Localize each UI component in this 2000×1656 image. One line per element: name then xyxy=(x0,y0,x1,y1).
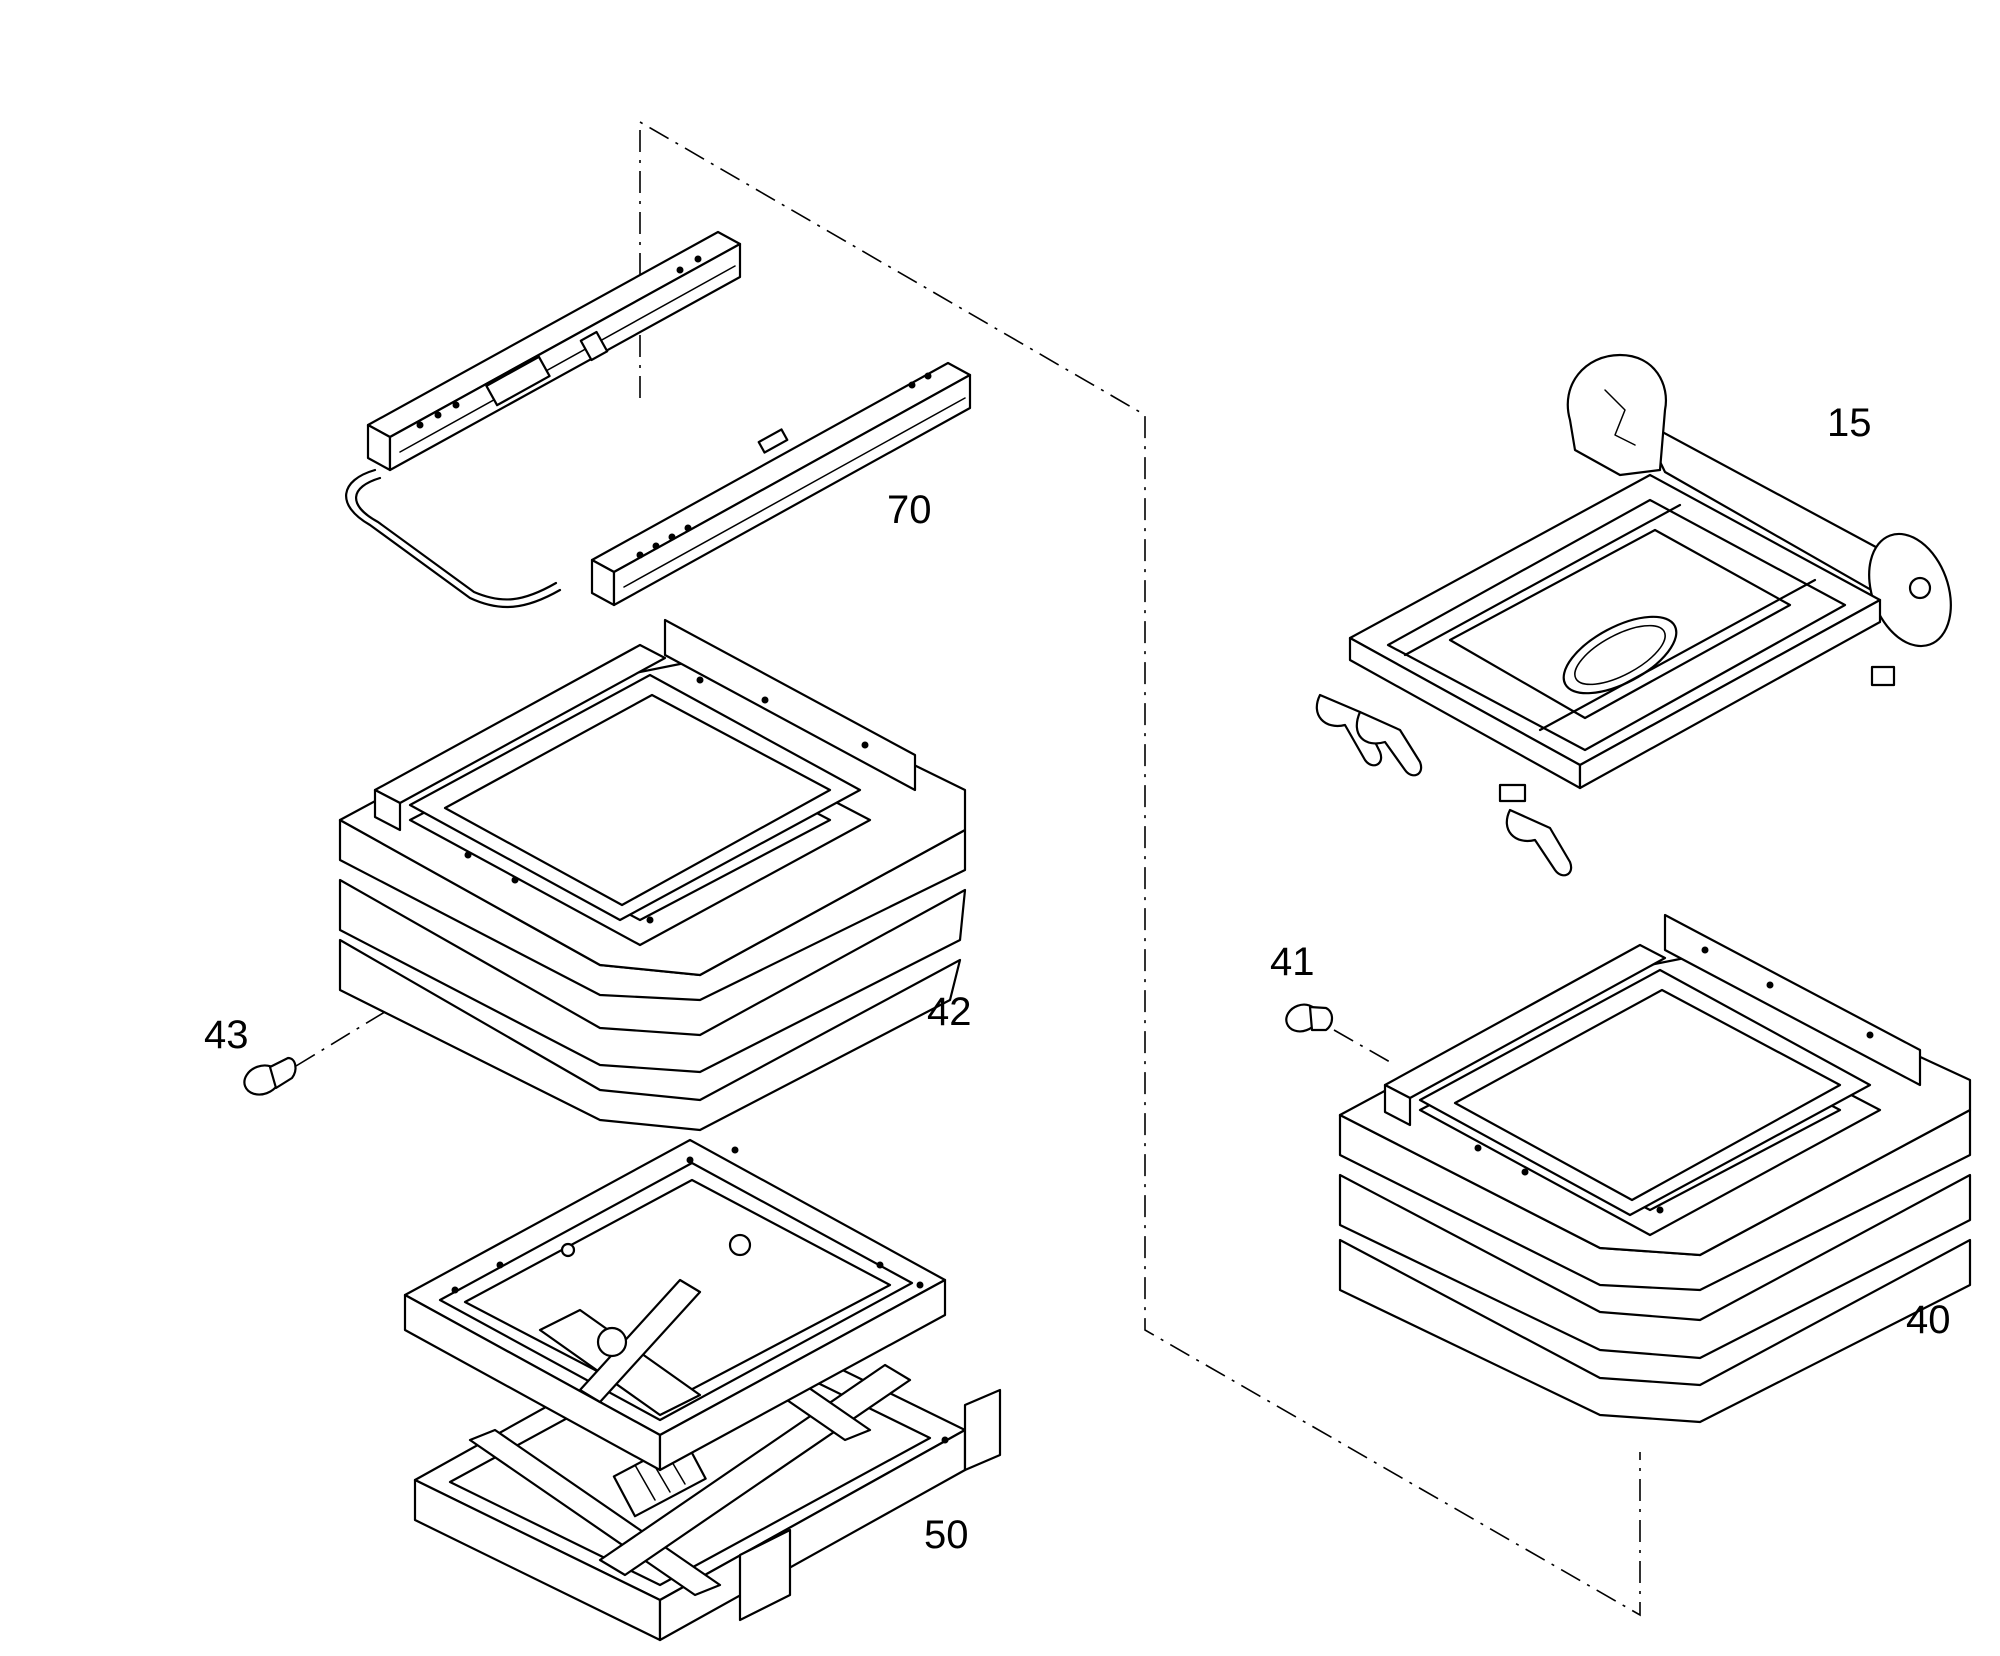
bellows-part-40 xyxy=(1338,913,1972,1424)
assembly-boundary-line xyxy=(639,120,1641,1617)
slide-rails-part-70 xyxy=(345,230,972,609)
seat-frame-part-15 xyxy=(1315,353,1952,877)
callout-part-15: 15 xyxy=(1827,401,1872,445)
bellows-part-42 xyxy=(338,618,967,1132)
callout-part-50: 50 xyxy=(924,1513,969,1557)
callout-part-41: 41 xyxy=(1270,940,1315,984)
plug-part-41 xyxy=(1285,1003,1391,1063)
callout-part-42: 42 xyxy=(927,990,972,1034)
callout-part-43: 43 xyxy=(204,1013,249,1057)
plug-part-43 xyxy=(243,1009,389,1096)
callout-part-70: 70 xyxy=(887,488,932,532)
scissor-suspension-part-50 xyxy=(403,1138,1002,1642)
callout-part-40: 40 xyxy=(1906,1298,1951,1342)
